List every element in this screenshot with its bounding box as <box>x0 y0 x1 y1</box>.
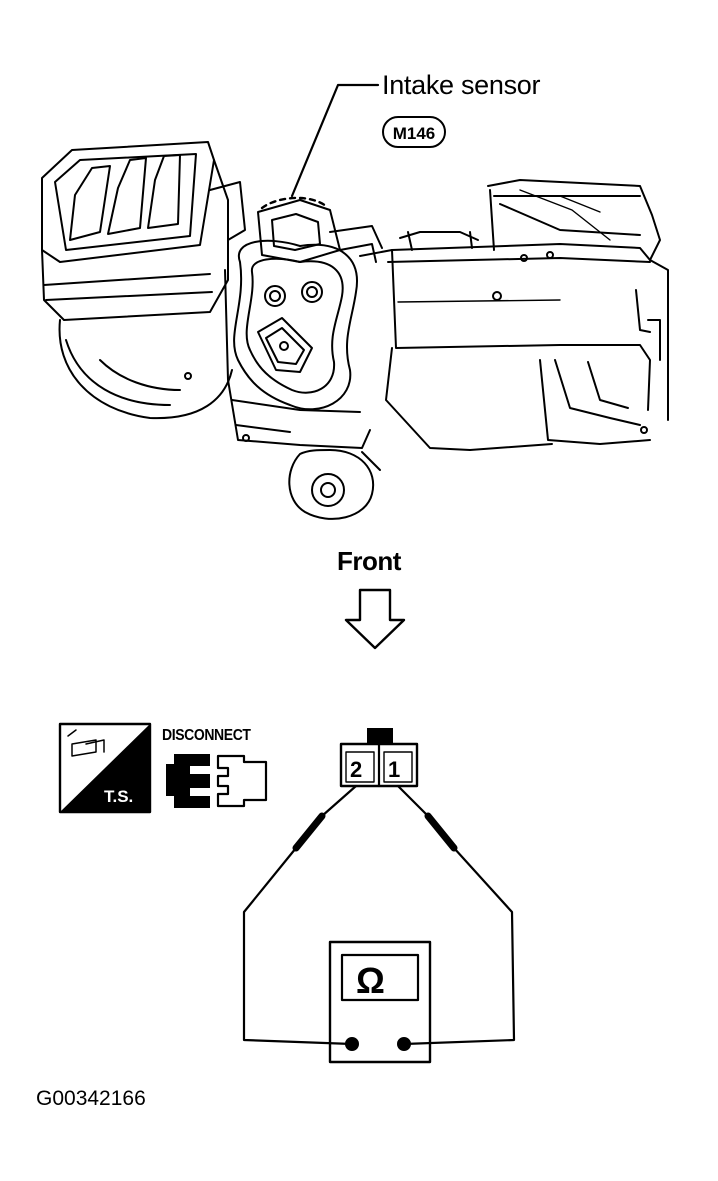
front-arrow <box>344 588 406 650</box>
disconnect-icon <box>166 754 268 808</box>
connector-ref-badge: M146 <box>382 116 446 148</box>
intake-sensor-leader <box>290 83 380 198</box>
ts-icon <box>58 722 152 814</box>
heater-unit-illustration <box>41 141 669 520</box>
ohmmeter <box>328 940 432 1064</box>
disconnect-icon-label: DISCONNECT <box>162 725 251 744</box>
ohmmeter-symbol: Ω <box>356 960 385 1001</box>
connector-pin-2-label: 2 <box>350 757 363 782</box>
ts-icon-label: T.S. <box>104 787 134 806</box>
figure-id: G00342166 <box>36 1087 146 1110</box>
connector-pin-1-label: 1 <box>388 757 401 782</box>
sensor-connector <box>339 728 419 788</box>
front-direction-label: Front <box>337 546 401 576</box>
test-leads <box>242 784 516 1046</box>
intake-sensor-label: Intake sensor <box>382 70 541 100</box>
